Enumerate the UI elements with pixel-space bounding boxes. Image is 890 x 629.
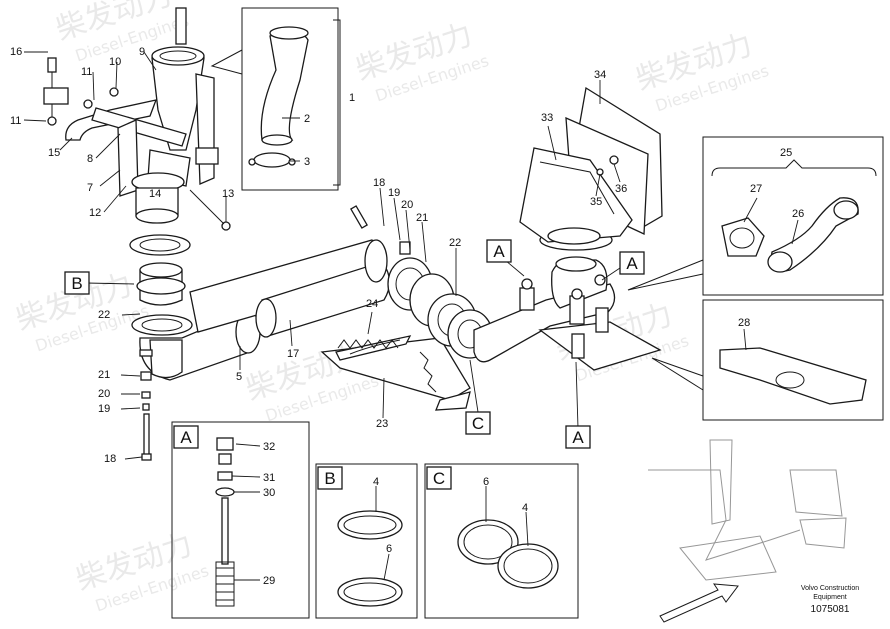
part-label: 19 [98, 403, 110, 415]
part-label: 28 [738, 317, 750, 329]
part-label: 33 [541, 112, 553, 124]
part-label: 29 [263, 575, 275, 587]
part-label: 6 [386, 543, 392, 555]
svg-text:C: C [472, 414, 484, 433]
part-label: 34 [594, 69, 606, 81]
part-label: 20 [98, 388, 110, 400]
part-label: 18 [104, 453, 116, 465]
detail-box-c [424, 463, 579, 619]
callout-c: C [465, 411, 491, 435]
part-label: 11 [81, 66, 92, 78]
support-frame [320, 335, 471, 411]
part-label: 32 [263, 441, 275, 453]
part-label: 21 [98, 369, 110, 381]
svg-text:A: A [626, 254, 638, 273]
footer: Volvo Construction Equipment 1075081 [801, 585, 859, 615]
part-label: 4 [373, 476, 379, 488]
part-label: 14 [149, 188, 161, 200]
leader-lines [23, 51, 799, 581]
part-label: 24 [366, 298, 378, 310]
flange-stack [129, 234, 261, 461]
callout-a-right: A [619, 251, 645, 275]
part-label: 22 [98, 309, 110, 321]
part-label: 18 [373, 177, 385, 189]
overview-diagram [648, 439, 847, 581]
part-label: 15 [48, 147, 60, 159]
part-label: 23 [376, 418, 388, 430]
callout-a-upper: A [486, 239, 512, 263]
part-label: 25 [780, 147, 792, 159]
part-label: 17 [287, 348, 299, 360]
svg-text:B: B [324, 469, 335, 488]
part-labels: 16 11 10 9 11 15 8 7 14 13 12 1 2 3 22 2… [10, 46, 804, 587]
part-label: 4 [522, 502, 528, 514]
callout-b: B [64, 271, 90, 295]
part-label: 31 [263, 472, 275, 484]
rain-cap [519, 86, 663, 245]
part-label: 16 [10, 46, 22, 58]
part-label: 19 [388, 187, 400, 199]
right-pipe-body [473, 229, 662, 371]
part-label: 30 [263, 487, 275, 499]
middle-flanges [350, 205, 493, 359]
footer-brand-line1: Volvo Construction [801, 585, 859, 592]
part-label: 13 [222, 188, 234, 200]
part-label: 6 [483, 476, 489, 488]
detail-box-plate [651, 299, 884, 421]
detail-box-pipe [210, 7, 341, 191]
exhaust-riser-assembly [43, 7, 231, 231]
detail-b-heading: B [317, 466, 343, 490]
part-label: 7 [87, 182, 93, 194]
part-label: 12 [89, 207, 101, 219]
part-label: 21 [416, 212, 428, 224]
part-label: 20 [401, 199, 413, 211]
part-label: 27 [750, 183, 762, 195]
detail-c-heading: C [426, 466, 452, 490]
part-label: 1 [349, 92, 355, 104]
detail-a-heading: A [173, 425, 199, 449]
direction-arrow [659, 583, 739, 623]
part-label: 3 [304, 156, 310, 168]
part-label: 11 [10, 115, 21, 127]
part-label: 2 [304, 113, 310, 125]
detail-box-elbow [627, 136, 884, 296]
part-label: 10 [109, 56, 121, 68]
svg-text:B: B [71, 274, 82, 293]
svg-text:A: A [493, 242, 505, 261]
part-label: 5 [236, 371, 242, 383]
svg-text:A: A [572, 428, 584, 447]
svg-text:A: A [180, 428, 192, 447]
drawing-number: 1075081 [811, 604, 850, 615]
callout-a-lower: A [565, 425, 591, 449]
part-label: 26 [792, 208, 804, 220]
part-label: 36 [615, 183, 627, 195]
detail-box-b [315, 463, 418, 619]
svg-text:C: C [433, 469, 445, 488]
part-label: 8 [87, 153, 93, 165]
part-label: 35 [590, 196, 602, 208]
part-label: 22 [449, 237, 461, 249]
part-label: 9 [139, 46, 145, 58]
detail-box-a [171, 421, 310, 619]
footer-brand-line2: Equipment [813, 594, 847, 601]
